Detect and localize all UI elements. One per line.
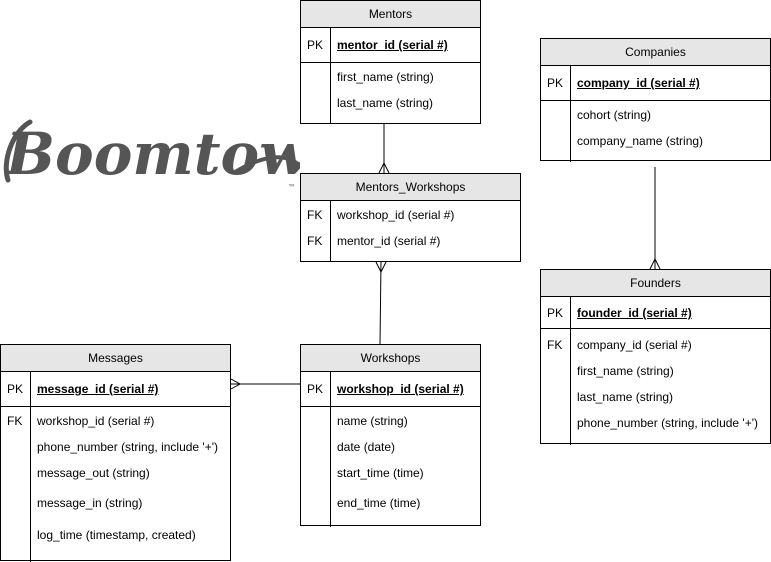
key-marker: FK — [7, 414, 23, 428]
entity-founders[interactable]: Founders PK founder_id (serial #) FK com… — [540, 269, 771, 445]
entity-companies[interactable]: Companies PK company_id (serial #) cohor… — [540, 38, 771, 162]
entity-title: Workshops — [301, 345, 480, 372]
entity-title: Companies — [541, 39, 770, 66]
field: message_in (string) — [37, 496, 143, 510]
entity-messages[interactable]: Messages PK message_id (serial #) FK wor… — [0, 344, 231, 562]
field: company_name (string) — [577, 134, 704, 148]
key-marker: FK — [307, 208, 323, 222]
field: workshop_id (serial #) — [37, 414, 155, 428]
key-marker: PK — [547, 76, 564, 90]
boomtown-logo: Boomtown ™ — [3, 119, 300, 192]
field: last_name (string) — [337, 96, 434, 110]
key-marker: PK — [7, 382, 24, 396]
messages-crowfoot — [230, 378, 242, 390]
field: start_time (time) — [337, 466, 424, 480]
entity-title: Messages — [1, 345, 230, 372]
key-marker: PK — [547, 306, 564, 320]
entity-workshops[interactable]: Workshops PK workshop_id (serial #) name… — [300, 344, 481, 527]
entity-title: Founders — [541, 270, 770, 297]
field: mentor_id (serial #) — [337, 234, 441, 248]
mentors-workshops-crowfoot-top — [378, 161, 390, 174]
field: first_name (string) — [337, 70, 434, 84]
entity-mentors-workshops[interactable]: Mentors_Workshops FK workshop_id (serial… — [300, 173, 521, 262]
field: workshop_id (serial #) — [337, 208, 455, 222]
field: name (string) — [337, 414, 408, 428]
primary-key-field: company_id (serial #) — [577, 76, 700, 90]
field: last_name (string) — [577, 390, 674, 404]
field: cohort (string) — [577, 108, 652, 122]
entity-title: Mentors_Workshops — [301, 174, 520, 201]
field: end_time (time) — [337, 496, 421, 510]
primary-key-field: mentor_id (serial #) — [337, 38, 448, 52]
key-marker: PK — [307, 382, 324, 396]
logo-wordmark: Boomtown — [4, 120, 300, 188]
field: company_id (serial #) — [577, 338, 692, 352]
trademark-mark: ™ — [288, 183, 296, 192]
mentors-workshops-crowfoot-bottom — [375, 261, 387, 274]
field: first_name (string) — [577, 364, 674, 378]
primary-key-field: workshop_id (serial #) — [337, 382, 464, 396]
entity-mentors[interactable]: Mentors PK mentor_id (serial #) first_na… — [300, 0, 481, 124]
primary-key-field: message_id (serial #) — [37, 382, 159, 396]
key-marker: PK — [307, 38, 324, 52]
founders-crowfoot — [649, 257, 661, 270]
field: date (date) — [337, 440, 396, 454]
field: phone_number (string, include '+') — [577, 416, 759, 430]
entity-title: Mentors — [301, 1, 480, 28]
field: message_out (string) — [37, 466, 150, 480]
field: phone_number (string, include '+') — [37, 440, 219, 454]
workshops-to-mentors-workshops-line — [379, 261, 382, 345]
key-marker: FK — [547, 338, 563, 352]
primary-key-field: founder_id (serial #) — [577, 306, 692, 320]
field: log_time (timestamp, created) — [37, 528, 196, 542]
key-marker: FK — [307, 234, 323, 248]
